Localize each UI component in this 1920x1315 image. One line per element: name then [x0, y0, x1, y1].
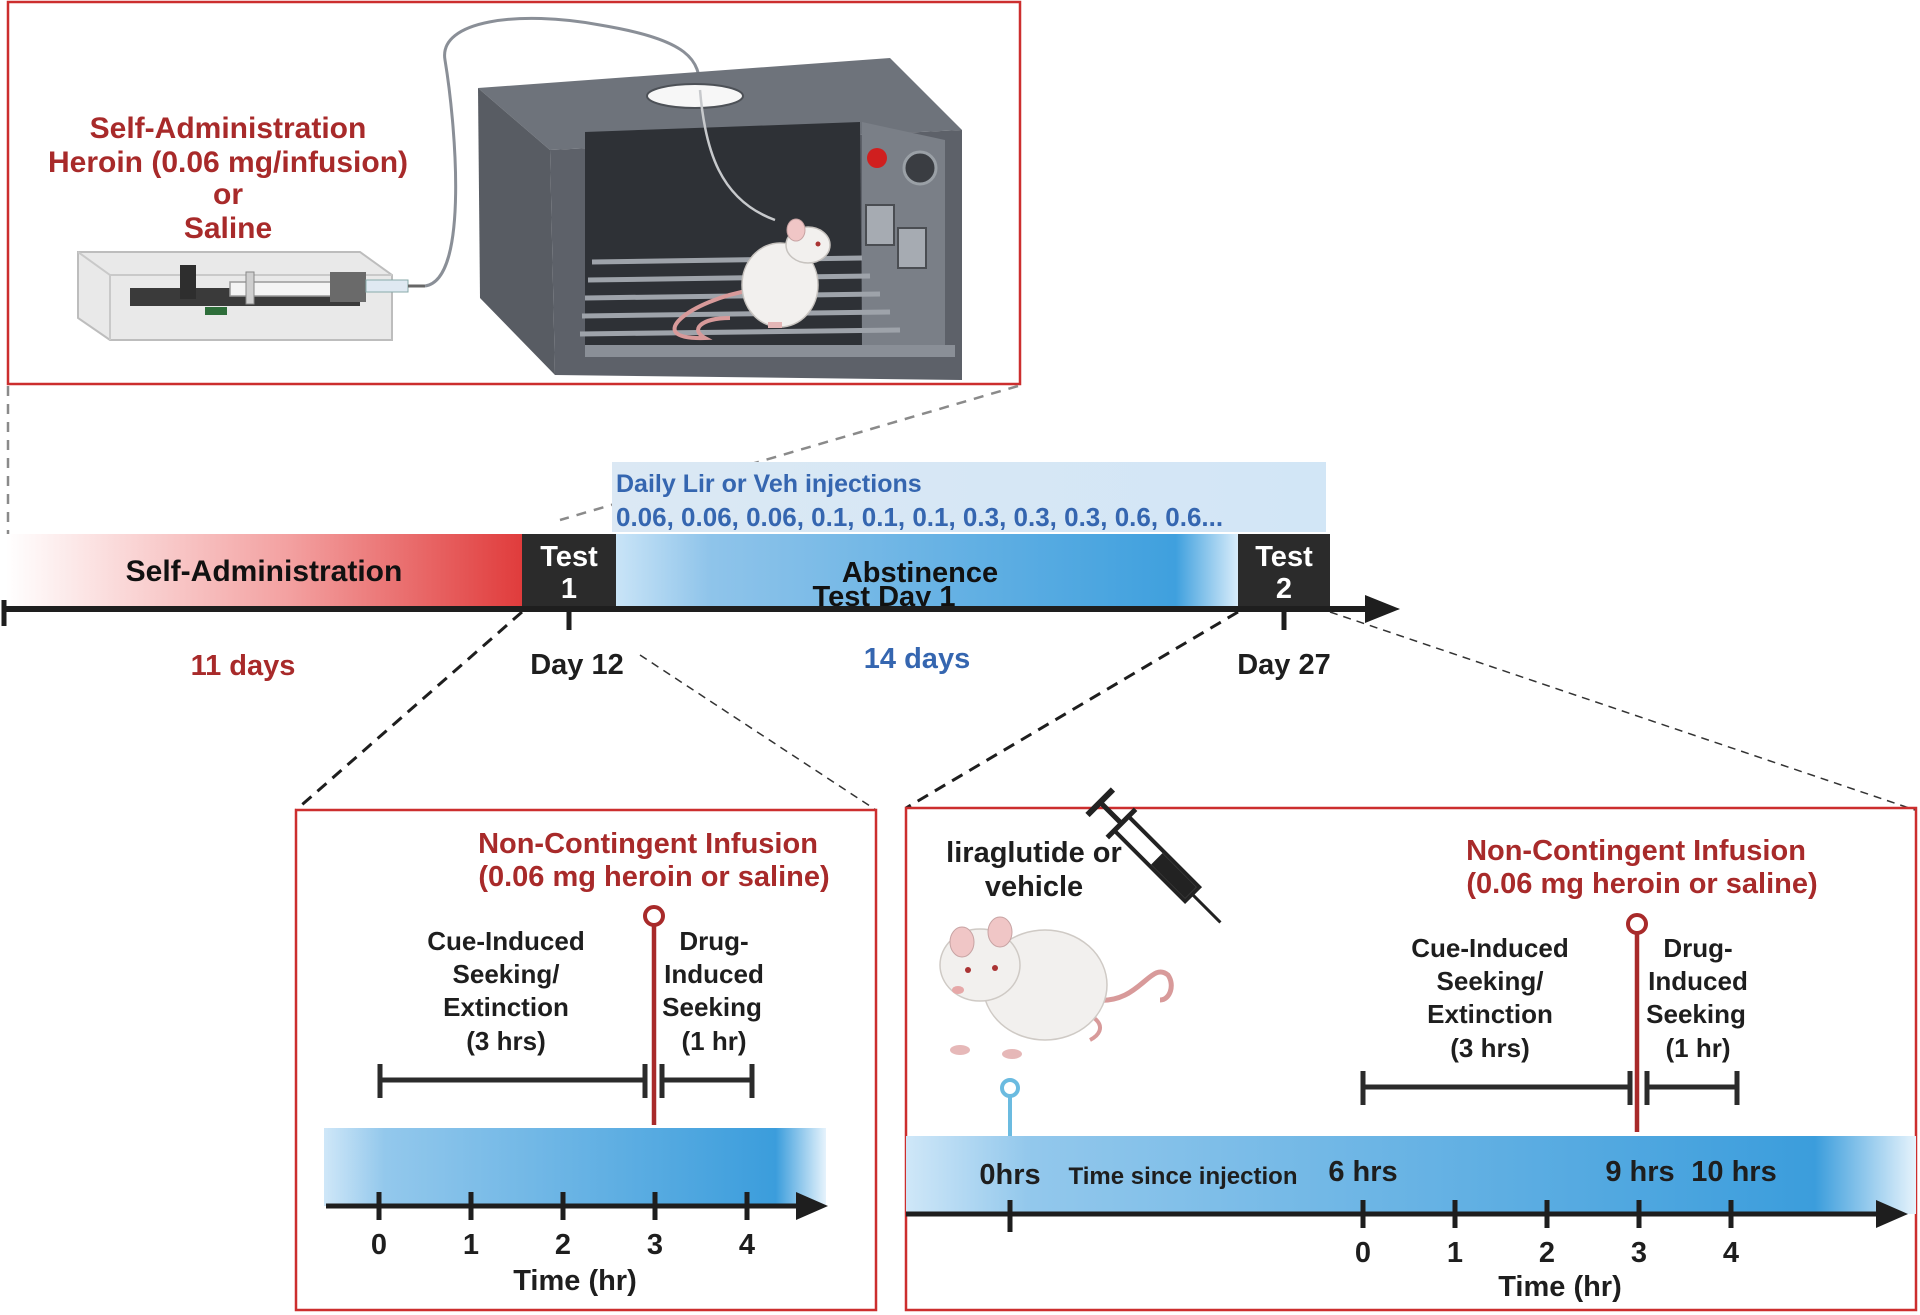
p1-infusion-title-2: (0.06 mg heroin or saline) [478, 861, 829, 893]
zoom-test1-left [295, 610, 523, 812]
self-admin-phase [6, 534, 522, 607]
test2-label-line1: Test [1255, 541, 1313, 573]
day12-label: Day 12 [530, 649, 624, 681]
operant-chamber-icon [478, 58, 962, 380]
svg-text:(1 hr): (1 hr) [1666, 1033, 1731, 1063]
p2-since-injection: Time since injection [1069, 1163, 1298, 1190]
p2-axis-arrow [1876, 1200, 1908, 1228]
p2-hours-10: 10 hrs [1691, 1156, 1776, 1188]
zoom-test1-right [639, 654, 877, 811]
p2-tick-label-1: 1 [1447, 1237, 1463, 1269]
p2-hours-6: 6 hrs [1328, 1156, 1397, 1188]
p1-tick-label-0: 0 [371, 1229, 387, 1261]
svg-text:(3 hrs): (3 hrs) [466, 1026, 545, 1056]
svg-text:(3 hrs): (3 hrs) [1450, 1033, 1529, 1063]
svg-text:Seeking: Seeking [1646, 999, 1746, 1029]
p2-drug-label: Drug- Induced Seeking (1 hr) [1646, 933, 1748, 1063]
test2-label-line2: 2 [1276, 573, 1292, 605]
test1-detail-panel [294, 808, 878, 1312]
p2-tick-label-0: 0 [1355, 1237, 1371, 1269]
svg-text:Extinction: Extinction [443, 992, 569, 1022]
p2-axis-label: Time (hr) [1498, 1271, 1622, 1303]
p1-drug-bracket [659, 1064, 755, 1098]
p1-cue-label: Cue-Induced Seeking/ Extinction (3 hrs) [427, 926, 584, 1056]
p2-injection-label-2: vehicle [985, 871, 1083, 903]
p2-drug-bracket [1644, 1071, 1740, 1105]
p2-cue-bracket [1360, 1071, 1633, 1105]
svg-text:Seeking/: Seeking/ [1437, 966, 1544, 996]
p1-drug-label: Drug- Induced Seeking (1 hr) [662, 926, 764, 1056]
p2-ticks: 0 1 2 3 4 [1355, 1200, 1739, 1269]
day27-label: Day 27 [1237, 649, 1331, 681]
p2-infusion-title-2: (0.06 mg heroin or saline) [1466, 868, 1817, 900]
svg-text:(1 hr): (1 hr) [682, 1026, 747, 1056]
infusion-tubing [424, 16, 702, 288]
injection-schedule-label: Daily Lir or Veh injections [616, 470, 922, 498]
dose-schedule: 0.06, 0.06, 0.06, 0.1, 0.1, 0.1, 0.3, 0.… [616, 502, 1223, 532]
syringe-pump-icon [77, 251, 425, 341]
p1-axis-label: Time (hr) [513, 1265, 637, 1297]
rat-icon [939, 916, 1174, 1059]
p1-tick-label-3: 3 [647, 1229, 663, 1261]
p1-ticks: 0 1 2 3 4 [371, 1192, 755, 1261]
svg-text:Induced: Induced [1648, 966, 1748, 996]
zoom-test2-left [905, 610, 1239, 810]
main-axis-arrow [1365, 595, 1400, 623]
self-admin-phase-label: Self-Administration [126, 555, 403, 588]
injection-schedule-bg [612, 462, 1326, 532]
chamber-cable [698, 89, 776, 222]
title-line-3: or [213, 178, 243, 211]
p2-tick-label-3: 3 [1631, 1237, 1647, 1269]
svg-text:Cue-Induced: Cue-Induced [427, 926, 584, 956]
p1-axis-arrow [796, 1192, 828, 1220]
syringe-icon [1085, 787, 1222, 924]
p1-session-bar [324, 1128, 826, 1206]
test1-label-line1: Test [540, 541, 598, 573]
p1-tick-label-1: 1 [463, 1229, 479, 1261]
svg-text:Seeking: Seeking [662, 992, 762, 1022]
svg-text:Extinction: Extinction [1427, 999, 1553, 1029]
test2-block [1238, 534, 1330, 607]
p1-infusion-marker-pin [643, 905, 665, 927]
p1-tick-label-2: 2 [555, 1229, 571, 1261]
p2-hours-zero: 0hrs [979, 1159, 1040, 1191]
p2-injection-label-1: liraglutide or [946, 837, 1122, 869]
p1-infusion-title-1: Non-Contingent Infusion [478, 828, 818, 860]
title-line-1: Self-Administration [90, 112, 367, 145]
p1-cue-bracket [377, 1064, 648, 1098]
p2-session-bar [906, 1136, 1916, 1214]
abstinence-label: Abstinence [842, 557, 998, 589]
abstinence-duration: 14 days [864, 643, 970, 675]
test1-label-line2: 1 [561, 573, 577, 605]
p2-tick-label-2: 2 [1539, 1237, 1555, 1269]
svg-text:Drug-: Drug- [679, 926, 748, 956]
test1-block [522, 534, 616, 607]
svg-text:Seeking/: Seeking/ [453, 959, 560, 989]
p2-infusion-marker-pin [1626, 913, 1648, 935]
p1-tick-label-4: 4 [739, 1229, 755, 1261]
title-line-2: Heroin (0.06 mg/infusion) [48, 146, 408, 179]
rat-icon [672, 218, 831, 341]
p2-hours-9: 9 hrs [1605, 1156, 1674, 1188]
p2-tick-label-4: 4 [1723, 1237, 1739, 1269]
self-admin-duration: 11 days [191, 650, 296, 682]
top-panel-title: Self-Administration Heroin (0.06 mg/infu… [48, 112, 408, 245]
test2-detail-panel [904, 806, 1918, 1312]
top-panel-frame [6, 0, 1022, 386]
p2-infusion-title-1: Non-Contingent Infusion [1466, 835, 1806, 867]
abstinence-phase [616, 534, 1238, 607]
p2-injection-marker-pin [1000, 1078, 1020, 1098]
title-line-4: Saline [184, 212, 272, 245]
p2-cue-label: Cue-Induced Seeking/ Extinction (3 hrs) [1411, 933, 1568, 1063]
svg-text:Cue-Induced: Cue-Induced [1411, 933, 1568, 963]
zoom-test2-right [1329, 611, 1916, 811]
svg-text:Induced: Induced [664, 959, 764, 989]
svg-text:Drug-: Drug- [1663, 933, 1732, 963]
